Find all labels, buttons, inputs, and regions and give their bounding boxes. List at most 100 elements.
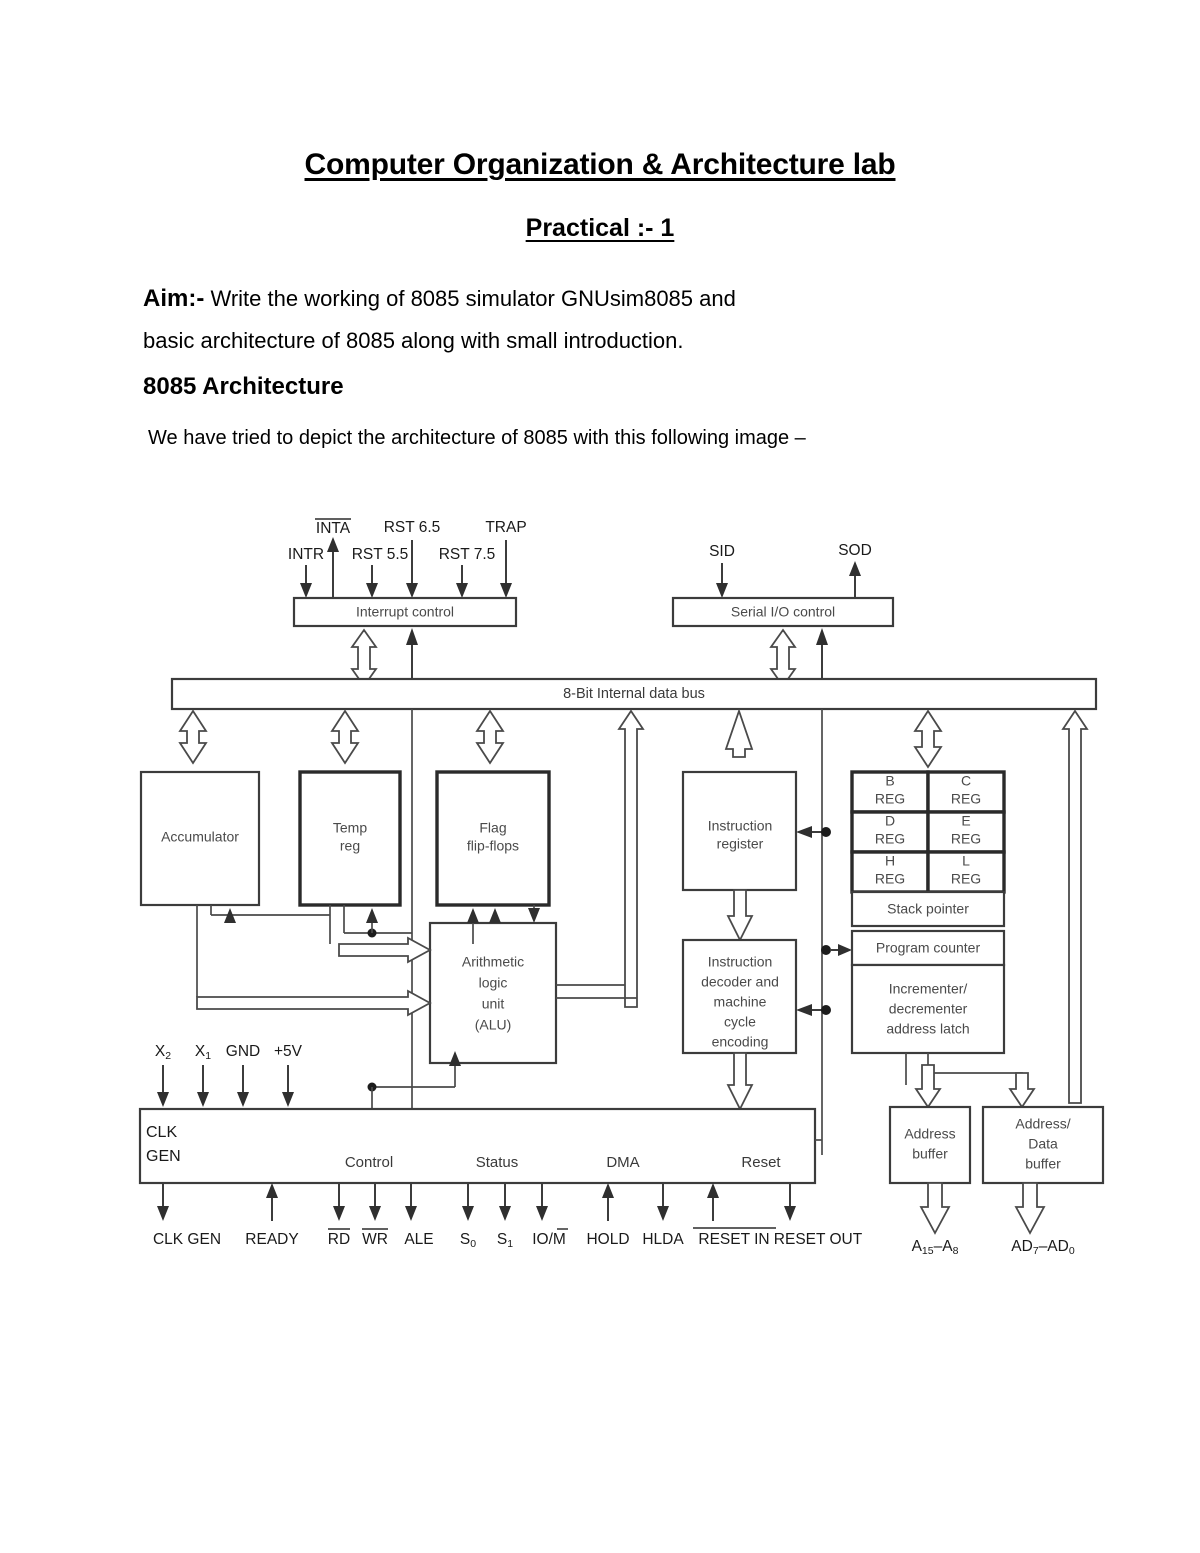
- section-heading: 8085 Architecture: [143, 373, 344, 400]
- bottom-signal-hold-label: HOLD: [586, 1231, 629, 1248]
- power-pin-x1-label: X1: [195, 1043, 211, 1062]
- signal-intr: INTR: [288, 546, 324, 598]
- program-counter-box: [850, 929, 1006, 967]
- register-d-sub: REG: [875, 831, 905, 847]
- register-e-name: E: [961, 813, 970, 829]
- bus-connector-flag: [475, 709, 505, 765]
- clk-gen-label-1: CLK: [146, 1124, 177, 1141]
- serial-bus-uparrow: [816, 628, 828, 686]
- bottom-signal-wr: WR: [362, 1183, 388, 1248]
- bottom-signal-iom-label: IO/M: [532, 1231, 566, 1248]
- group-label-control: Control: [345, 1154, 393, 1171]
- bottom-signal-s1: S1: [497, 1183, 513, 1250]
- power-pin-x2: X2: [155, 1043, 171, 1107]
- bottom-signal-clkgen: CLK GEN: [153, 1183, 221, 1248]
- serial-io-control-label: Serial I/O control: [731, 604, 835, 620]
- alu-input-arrow-upper: [338, 936, 432, 964]
- power-pin-gnd: GND: [226, 1043, 260, 1107]
- bus-connector-accumulator: [178, 709, 208, 765]
- signal-rst65: RST 6.5: [384, 519, 441, 598]
- register-b-cell: [850, 770, 930, 814]
- flag-input-arrow-1: [467, 908, 479, 923]
- serial-io-control-box: [671, 596, 895, 628]
- group-label-reset: Reset: [741, 1154, 781, 1171]
- bottom-signal-s0: S0: [460, 1183, 476, 1250]
- bottom-signal-hlda: HLDA: [642, 1183, 684, 1248]
- bus-connector-address-data-buffer: [1061, 709, 1089, 1104]
- decoder-label-2: decoder and: [701, 974, 779, 990]
- address-data-buffer-label-3: buffer: [1025, 1156, 1061, 1172]
- alu-input-arrow-lower: [196, 989, 432, 1017]
- flag-label-1: Flag: [479, 820, 506, 836]
- bottom-signal-iom: IO/M: [532, 1183, 568, 1248]
- register-l-sub: REG: [951, 871, 981, 887]
- accumulator-box: [139, 770, 261, 907]
- alu-label-3: unit: [482, 996, 505, 1012]
- aim-label: Aim:-: [143, 285, 205, 312]
- signal-trap: TRAP: [485, 519, 527, 598]
- power-pin-gnd-label: GND: [226, 1043, 260, 1060]
- register-h-cell: [850, 850, 930, 894]
- signal-sid: SID: [709, 543, 735, 598]
- flag-output-arrow: [528, 905, 540, 923]
- signal-rst55: RST 5.5: [352, 546, 409, 598]
- bottom-signal-hold: HOLD: [586, 1183, 630, 1248]
- alu-label-2: logic: [479, 975, 508, 991]
- bottom-signal-s1-label: S1: [497, 1231, 513, 1250]
- temp-reg-label-1: Temp: [333, 820, 367, 836]
- address-data-buffer-label-1: Address/: [1015, 1116, 1070, 1132]
- bottom-signal-ready-label: READY: [245, 1231, 298, 1248]
- address-bus-out-label: A15–A8: [912, 1238, 959, 1257]
- incrementer-label-2: decrementer: [889, 1001, 968, 1017]
- register-l-name: L: [962, 853, 970, 869]
- bus-connector-tempreg: [330, 709, 360, 765]
- register-c-name: C: [961, 773, 971, 789]
- power-pin-5v-label: +5V: [274, 1043, 303, 1060]
- flag-input-arrow-2: [489, 908, 501, 923]
- power-pin-x2-label: X2: [155, 1043, 171, 1062]
- signal-sod-label: SOD: [838, 542, 872, 559]
- decoder-label-4: cycle: [724, 1014, 756, 1030]
- temp-reg-box: [298, 770, 402, 907]
- signal-rst75: RST 7.5: [439, 546, 495, 598]
- temp-reg-feedback-arrow: [366, 908, 378, 933]
- signal-sid-label: SID: [709, 543, 735, 560]
- page-title-text: Computer Organization & Architecture lab: [304, 148, 896, 181]
- intro-line: We have tried to depict the architecture…: [148, 427, 806, 449]
- pc-register-bank-arrow: [821, 944, 852, 956]
- ir-to-decoder-arrow: [726, 889, 754, 943]
- signal-trap-label: TRAP: [485, 519, 526, 536]
- incrementer-label-1: Incrementer/: [889, 981, 968, 997]
- group-label-status: Status: [476, 1154, 519, 1171]
- addrdata-bus-out-arrow: AD7–AD0: [1011, 1182, 1075, 1257]
- register-d-cell: [850, 810, 930, 854]
- clk-gen-label-2: GEN: [146, 1148, 181, 1165]
- stack-pointer-label: Stack pointer: [887, 901, 969, 917]
- address-data-buffer-label-2: Data: [1028, 1136, 1058, 1152]
- alu-label-4: (ALU): [475, 1017, 512, 1033]
- interrupt-bus-connector: [350, 628, 378, 688]
- signal-inta: INTA: [315, 518, 351, 598]
- bottom-signal-clkgen-label: CLK GEN: [153, 1231, 221, 1248]
- signal-rst55-label: RST 5.5: [352, 546, 409, 563]
- instruction-register-box: [681, 770, 798, 892]
- interrupt-bus-uparrow: [406, 628, 418, 686]
- bottom-signal-rd-label: RD: [328, 1231, 350, 1248]
- register-c-cell: [926, 770, 1006, 814]
- address-buffer-label-2: buffer: [912, 1146, 948, 1162]
- flag-label-2: flip-flops: [467, 838, 519, 854]
- address-bus-out-arrow: A15–A8: [912, 1182, 959, 1257]
- register-e-sub: REG: [951, 831, 981, 847]
- signal-rst65-label: RST 6.5: [384, 519, 441, 536]
- serial-bus-connector: [769, 628, 797, 688]
- program-counter-label: Program counter: [876, 940, 981, 956]
- decoder-label-1: Instruction: [708, 954, 773, 970]
- ir-register-bank-arrow: [796, 826, 831, 838]
- bottom-signal-ale-label: ALE: [404, 1231, 433, 1248]
- address-buffer-label-1: Address: [904, 1126, 955, 1142]
- decoder-label-5: encoding: [712, 1034, 769, 1050]
- signal-intr-label: INTR: [288, 546, 324, 563]
- bottom-signal-reset-in-label: RESET IN: [698, 1231, 769, 1248]
- incrementer-decrementer-box: [850, 963, 1006, 1055]
- practical-subtitle-text: Practical :- 1: [525, 214, 675, 242]
